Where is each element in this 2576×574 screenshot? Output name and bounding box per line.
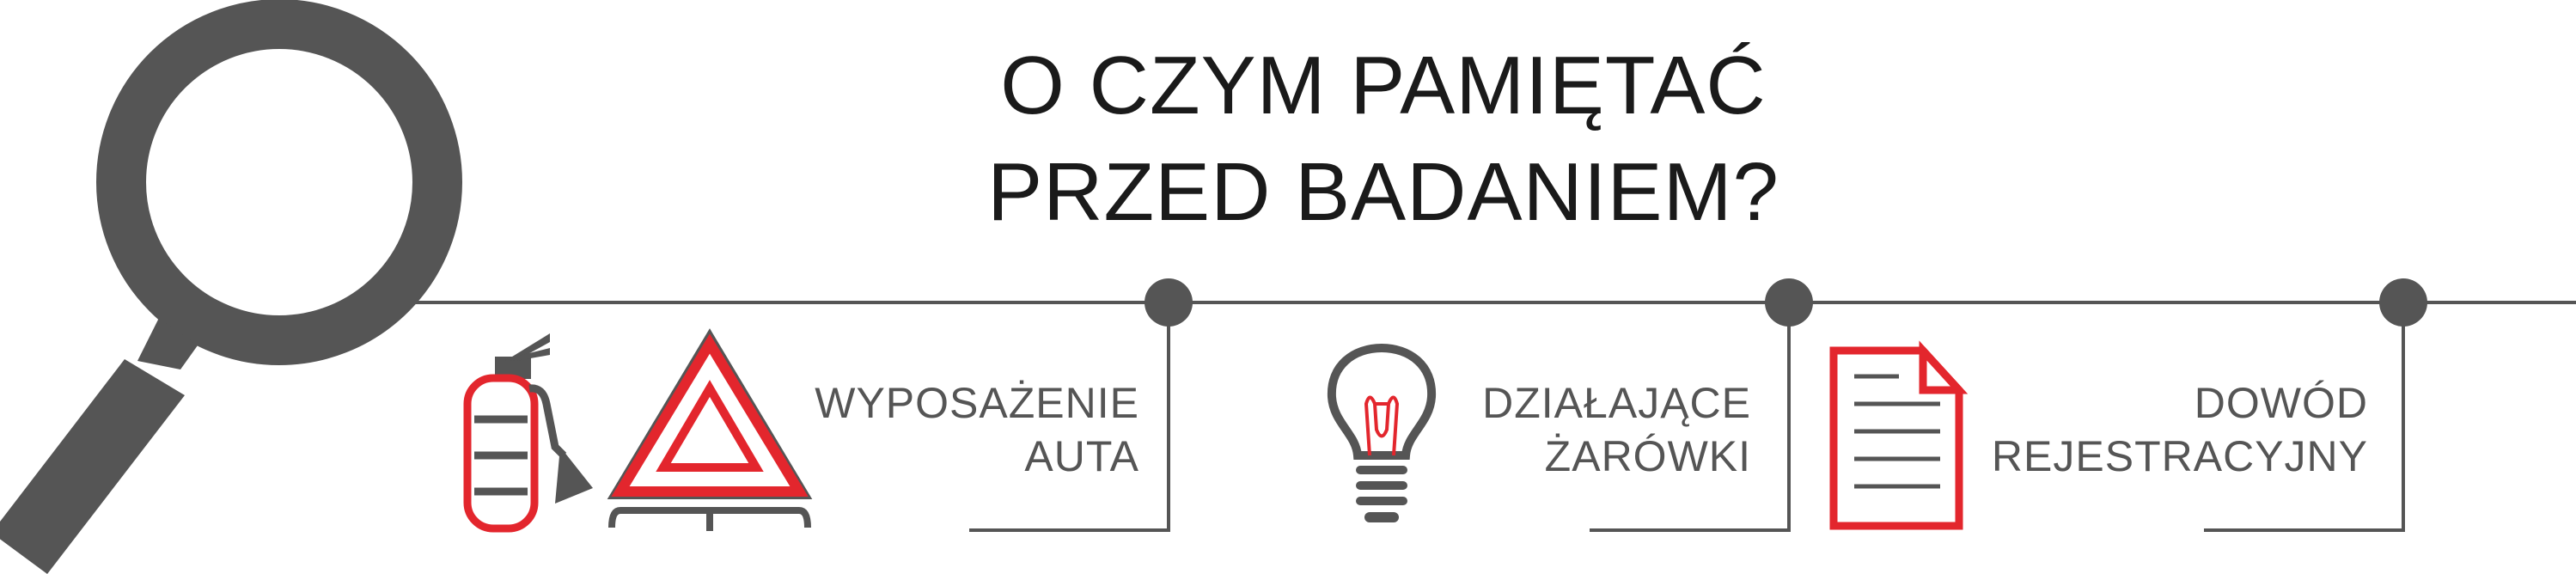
item-label-bulbs: DZIAŁAJĄCE ŻARÓWKI <box>1482 376 1751 483</box>
connector-2 <box>1590 278 1813 532</box>
fire-extinguisher-icon <box>463 333 593 533</box>
page-title-line-1: O CZYM PAMIĘTAĆ <box>1000 40 1767 131</box>
connector-1 <box>969 278 1193 532</box>
document-icon <box>1829 340 1969 530</box>
light-bulb-icon <box>1327 343 1437 522</box>
page-title-line-2: PRZED BADANIEM? <box>987 146 1779 238</box>
item-label-line: DZIAŁAJĄCE <box>1482 379 1751 427</box>
warning-triangle-icon <box>607 328 813 531</box>
item-label-line: REJESTRACYJNY <box>1991 432 2368 480</box>
item-label-line: WYPOSAŻENIE <box>815 379 1139 427</box>
item-label-equipment: WYPOSAŻENIE AUTA <box>815 376 1139 483</box>
magnifying-glass-icon <box>0 0 462 574</box>
item-label-line: DOWÓD <box>2194 379 2368 427</box>
item-label-line: ŻARÓWKI <box>1544 432 1751 480</box>
item-label-registration: DOWÓD REJESTRACYJNY <box>1992 376 2368 483</box>
connector-3 <box>2204 278 2427 532</box>
item-label-line: AUTA <box>1024 432 1139 480</box>
